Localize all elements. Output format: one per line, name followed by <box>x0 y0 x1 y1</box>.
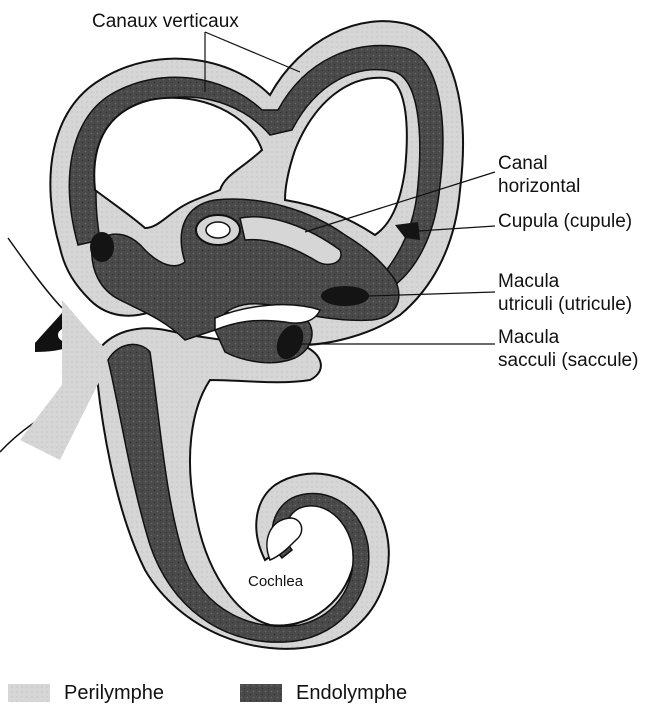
ampulla-left-icon <box>90 232 114 262</box>
label-canal-horizontal-line1: Canal <box>498 152 580 175</box>
label-macula-utriculi-line1: Macula <box>498 270 632 293</box>
label-macula-sacculi-line1: Macula <box>498 326 638 349</box>
legend-item-endolymphe: Endolymphe <box>296 680 407 706</box>
label-macula-sacculi: Macula sacculi (saccule) <box>498 326 638 372</box>
label-canal-horizontal-line2: horizontal <box>498 175 580 198</box>
label-macula-utriculi-line2: utriculi (utricule) <box>498 293 632 316</box>
legend-swatch-perilymphe <box>8 684 50 702</box>
label-cochlea: Cochlea <box>248 570 303 593</box>
label-cupula: Cupula (cupule) <box>498 210 632 233</box>
label-canaux-verticaux: Canaux verticaux <box>92 10 239 33</box>
legend-label-perilymphe: Perilymphe <box>64 682 164 705</box>
legend-label-endolymphe: Endolymphe <box>296 682 407 705</box>
label-canal-horizontal: Canal horizontal <box>498 152 580 198</box>
label-macula-utriculi: Macula utriculi (utricule) <box>498 270 632 316</box>
label-macula-sacculi-line2: sacculi (saccule) <box>498 349 638 372</box>
macula-utriculi-icon <box>321 286 369 306</box>
bone-outline-upper <box>8 238 62 308</box>
legend-item-perilymphe: Perilymphe <box>64 680 164 706</box>
legend-swatch-endolymphe <box>240 684 282 702</box>
